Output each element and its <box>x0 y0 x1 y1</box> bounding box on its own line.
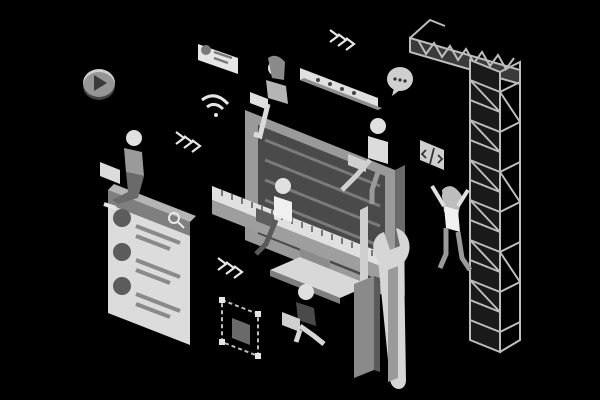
person-with-laptop-left <box>100 130 144 210</box>
chat-bubble-icon <box>387 67 413 96</box>
construction-crane <box>409 18 521 354</box>
selection-frame-icon <box>219 297 261 359</box>
chevron-arrows-icon <box>175 131 202 153</box>
chevron-arrows-icon <box>329 29 356 51</box>
code-tag-icon <box>420 140 444 170</box>
wifi-icon <box>201 94 230 117</box>
wrench <box>373 228 410 389</box>
person-sitting-right-of-monitor <box>340 118 388 204</box>
search-icon <box>168 212 185 229</box>
screwdriver <box>354 206 380 378</box>
person-hanging-from-crane <box>430 184 473 272</box>
chevron-arrows-icon <box>217 257 244 279</box>
progress-bar-panel <box>300 68 382 110</box>
person-bottom-with-laptop <box>282 284 326 346</box>
profile-card-icon <box>198 44 238 74</box>
person-on-monitor-top <box>250 55 288 140</box>
person-center-with-laptop <box>254 178 292 256</box>
play-icon <box>83 69 115 100</box>
